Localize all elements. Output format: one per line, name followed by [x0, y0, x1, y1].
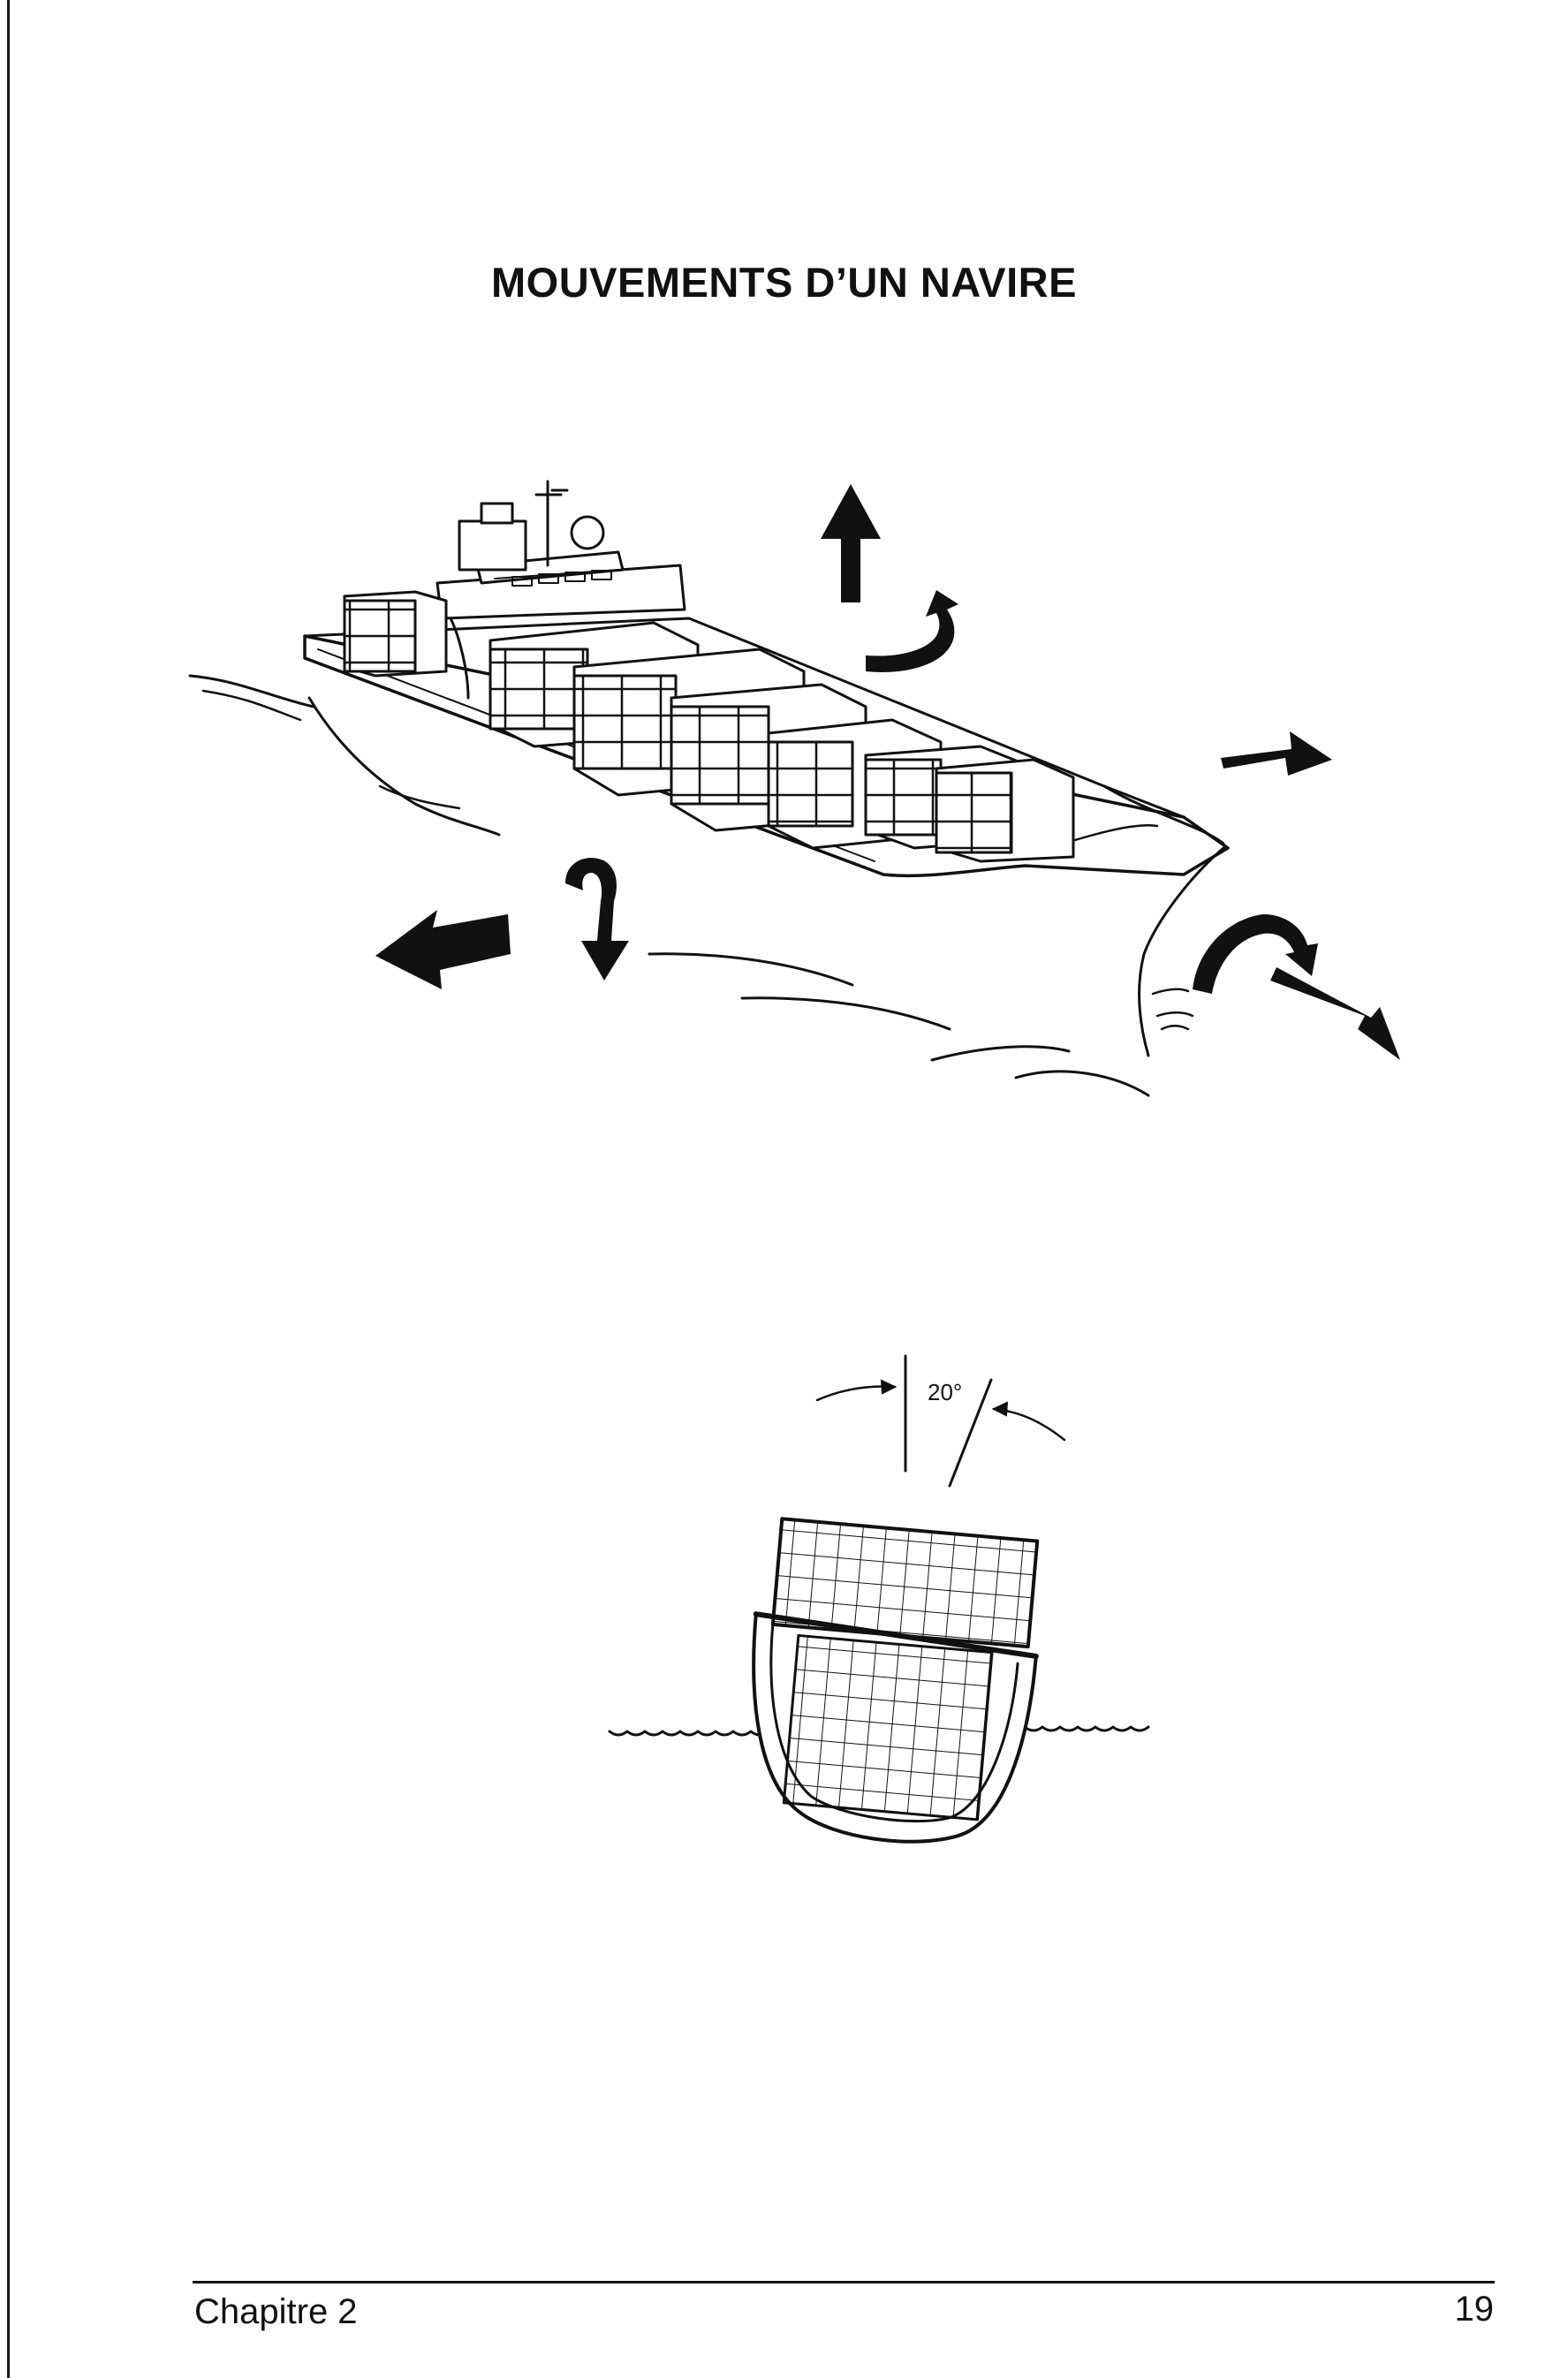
- arrow-icon: [375, 484, 1400, 1060]
- roll-angle-indicator: [815, 1354, 1066, 1488]
- page-title: MOUVEMENTS D’UN NAVIRE: [491, 259, 1077, 306]
- footer-rule: [193, 2281, 1495, 2283]
- page-edge-line: [7, 0, 10, 2378]
- angle-label: 20°: [928, 1379, 962, 1405]
- container-ship-illustration: [188, 480, 1230, 1097]
- ship-cross-section-illustration: [608, 1517, 1150, 1844]
- page-number: 19: [1454, 2290, 1495, 2329]
- curved-arrow-icon: [565, 590, 1318, 994]
- footer-chapter: Chapitre 2: [194, 2292, 358, 2331]
